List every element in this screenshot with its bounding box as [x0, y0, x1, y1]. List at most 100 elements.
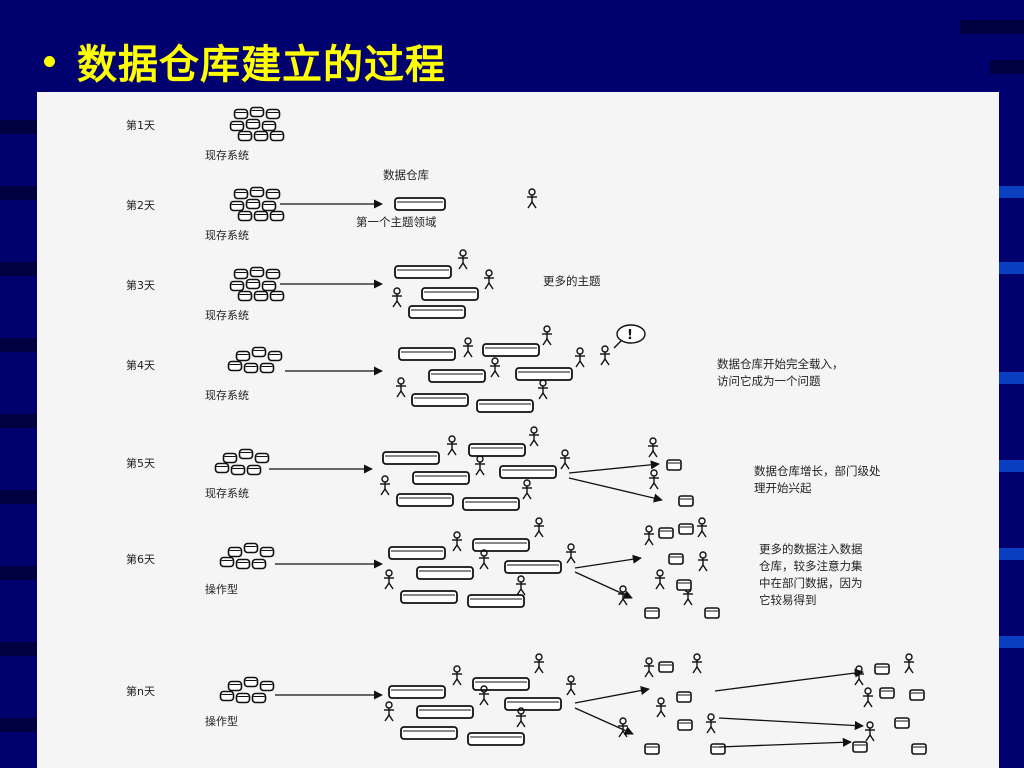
department-store [704, 607, 720, 619]
source-cylinder [251, 558, 267, 570]
dept-body [658, 527, 674, 539]
department-store [879, 687, 895, 699]
bg-stripe [0, 490, 37, 504]
user-figure [655, 569, 665, 590]
cylinder-body [233, 188, 249, 200]
cylinder-body [245, 278, 261, 290]
store-body [408, 305, 466, 319]
leg [494, 370, 500, 378]
leg [644, 538, 650, 546]
warehouse-store [416, 705, 474, 719]
source-cylinder [233, 108, 249, 120]
department-stores [568, 459, 927, 755]
head [707, 713, 715, 721]
source-cylinder [269, 130, 285, 142]
store-body [482, 343, 540, 357]
source-cylinder [259, 680, 275, 692]
user-figure [566, 543, 576, 564]
store-body [468, 443, 526, 457]
store-body [428, 369, 486, 383]
store-body [467, 732, 525, 746]
department-store [644, 607, 660, 619]
cylinder-body [269, 290, 285, 302]
source-cylinder [259, 362, 275, 374]
dept-body [668, 553, 684, 565]
leg [560, 462, 566, 470]
source-cylinder [243, 542, 259, 554]
dept-body [909, 689, 925, 701]
cylinder-body [243, 676, 259, 688]
warehouse-store [382, 451, 440, 465]
source-cylinder [259, 546, 275, 558]
leg [475, 468, 481, 476]
source-label: 操作型 [205, 714, 238, 728]
warehouse-store [482, 343, 540, 357]
leg [479, 468, 485, 476]
source-cylinder [230, 464, 246, 476]
warehouse-store [388, 546, 446, 560]
branch-arrow [718, 717, 864, 731]
user-figure [644, 657, 654, 678]
cylinder-body [222, 452, 238, 464]
user-figure [648, 437, 658, 458]
head [567, 543, 575, 551]
leg [904, 666, 910, 674]
user-figure [516, 575, 526, 596]
warehouse-store [476, 399, 534, 413]
department-store [852, 741, 868, 753]
alert-bubble-icon: ! [613, 324, 646, 349]
leg [858, 678, 864, 686]
leg [570, 556, 576, 564]
leg [456, 678, 462, 686]
cylinder-body [265, 188, 281, 200]
branch-arrow [568, 460, 660, 474]
note-day6-line: 仓库，较多注意力集 [759, 559, 863, 573]
leg [867, 700, 873, 708]
warehouse-store [416, 566, 474, 580]
dept-body [677, 719, 693, 731]
branch-arrow [714, 668, 864, 692]
leg [490, 370, 496, 378]
leg [655, 582, 661, 590]
leg [701, 530, 707, 538]
cylinder-body [245, 118, 261, 130]
exclamation: ! [627, 328, 633, 343]
warehouse-store [499, 465, 557, 479]
leg [660, 710, 666, 718]
source-cylinder [269, 290, 285, 302]
note-day6-line: 中在部门数据，因为 [759, 576, 863, 590]
store-body [400, 590, 458, 604]
user-figure [463, 337, 473, 358]
department-store [874, 663, 890, 675]
leg [600, 358, 606, 366]
source-cylinder [249, 266, 265, 278]
user-figure [697, 517, 707, 538]
user-figure [484, 269, 494, 290]
department-store [658, 527, 674, 539]
head [535, 653, 543, 661]
cylinder-body [254, 452, 270, 464]
leg [392, 300, 398, 308]
user-figure [380, 475, 390, 496]
warehouse-store [467, 594, 525, 608]
user-figure [522, 479, 532, 500]
leg [534, 666, 540, 674]
leg [710, 726, 716, 734]
leg [648, 450, 654, 458]
department-store [644, 743, 660, 755]
leg [520, 720, 526, 728]
warehouse-store [504, 697, 562, 711]
source-cylinder [253, 210, 269, 222]
leg [388, 714, 394, 722]
leg [622, 730, 628, 738]
user-figure [452, 665, 462, 686]
leg [483, 698, 489, 706]
source-cylinder [238, 448, 254, 460]
cylinder-body [261, 200, 277, 212]
leg [396, 300, 402, 308]
leg [516, 720, 522, 728]
source-cylinder [246, 464, 262, 476]
source-cylinder [219, 556, 235, 568]
head [698, 517, 706, 525]
user-figure [538, 379, 548, 400]
